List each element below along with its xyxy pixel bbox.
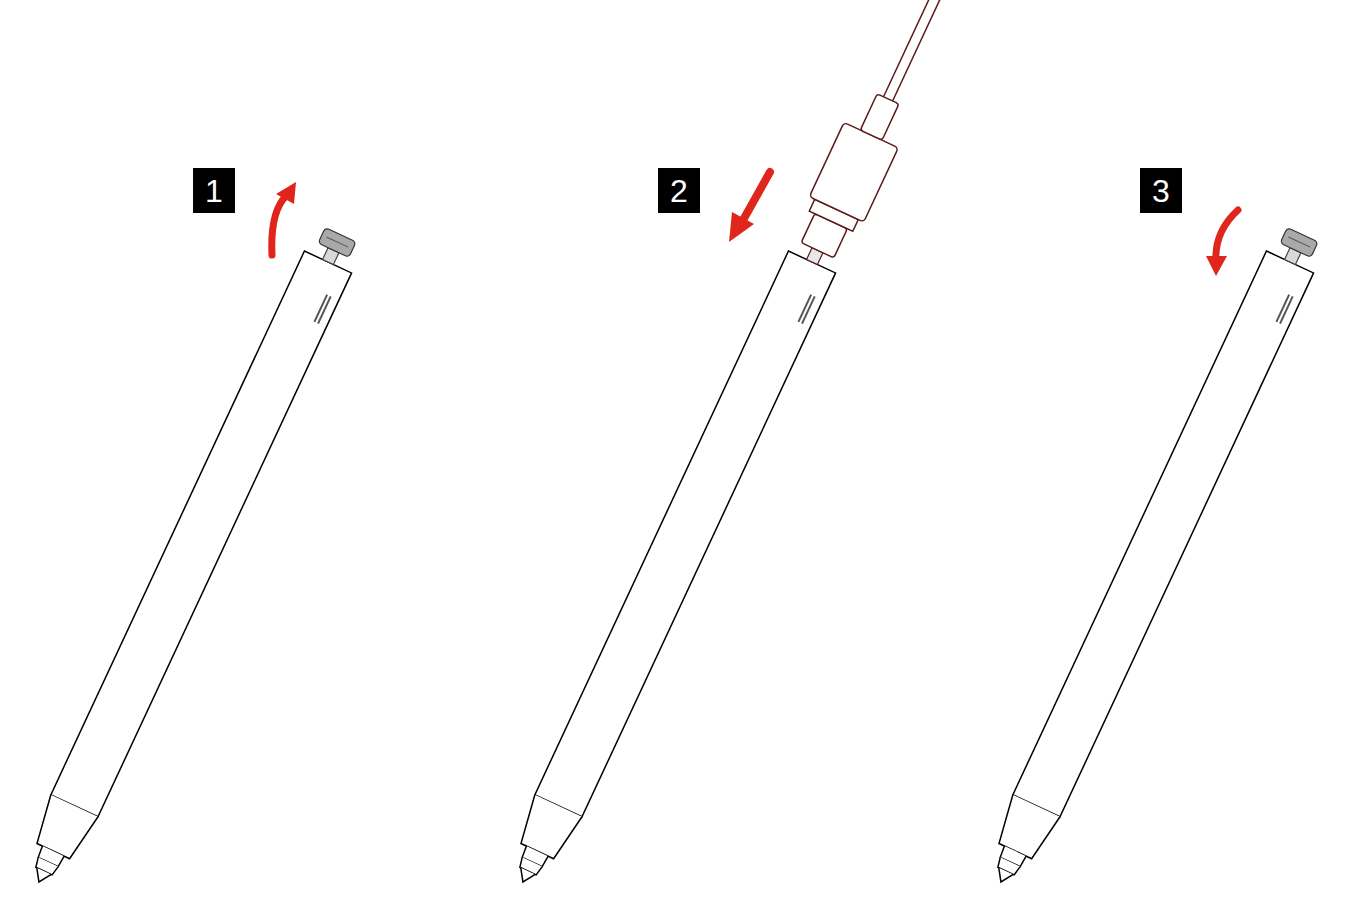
step-number-box: 3 xyxy=(1140,168,1182,213)
step-number-box: 2 xyxy=(658,168,700,213)
step-number-box: 1 xyxy=(193,168,235,213)
callout-number: 3 xyxy=(1152,175,1170,207)
callout-number: 1 xyxy=(205,175,223,207)
callout-number: 2 xyxy=(670,175,688,207)
